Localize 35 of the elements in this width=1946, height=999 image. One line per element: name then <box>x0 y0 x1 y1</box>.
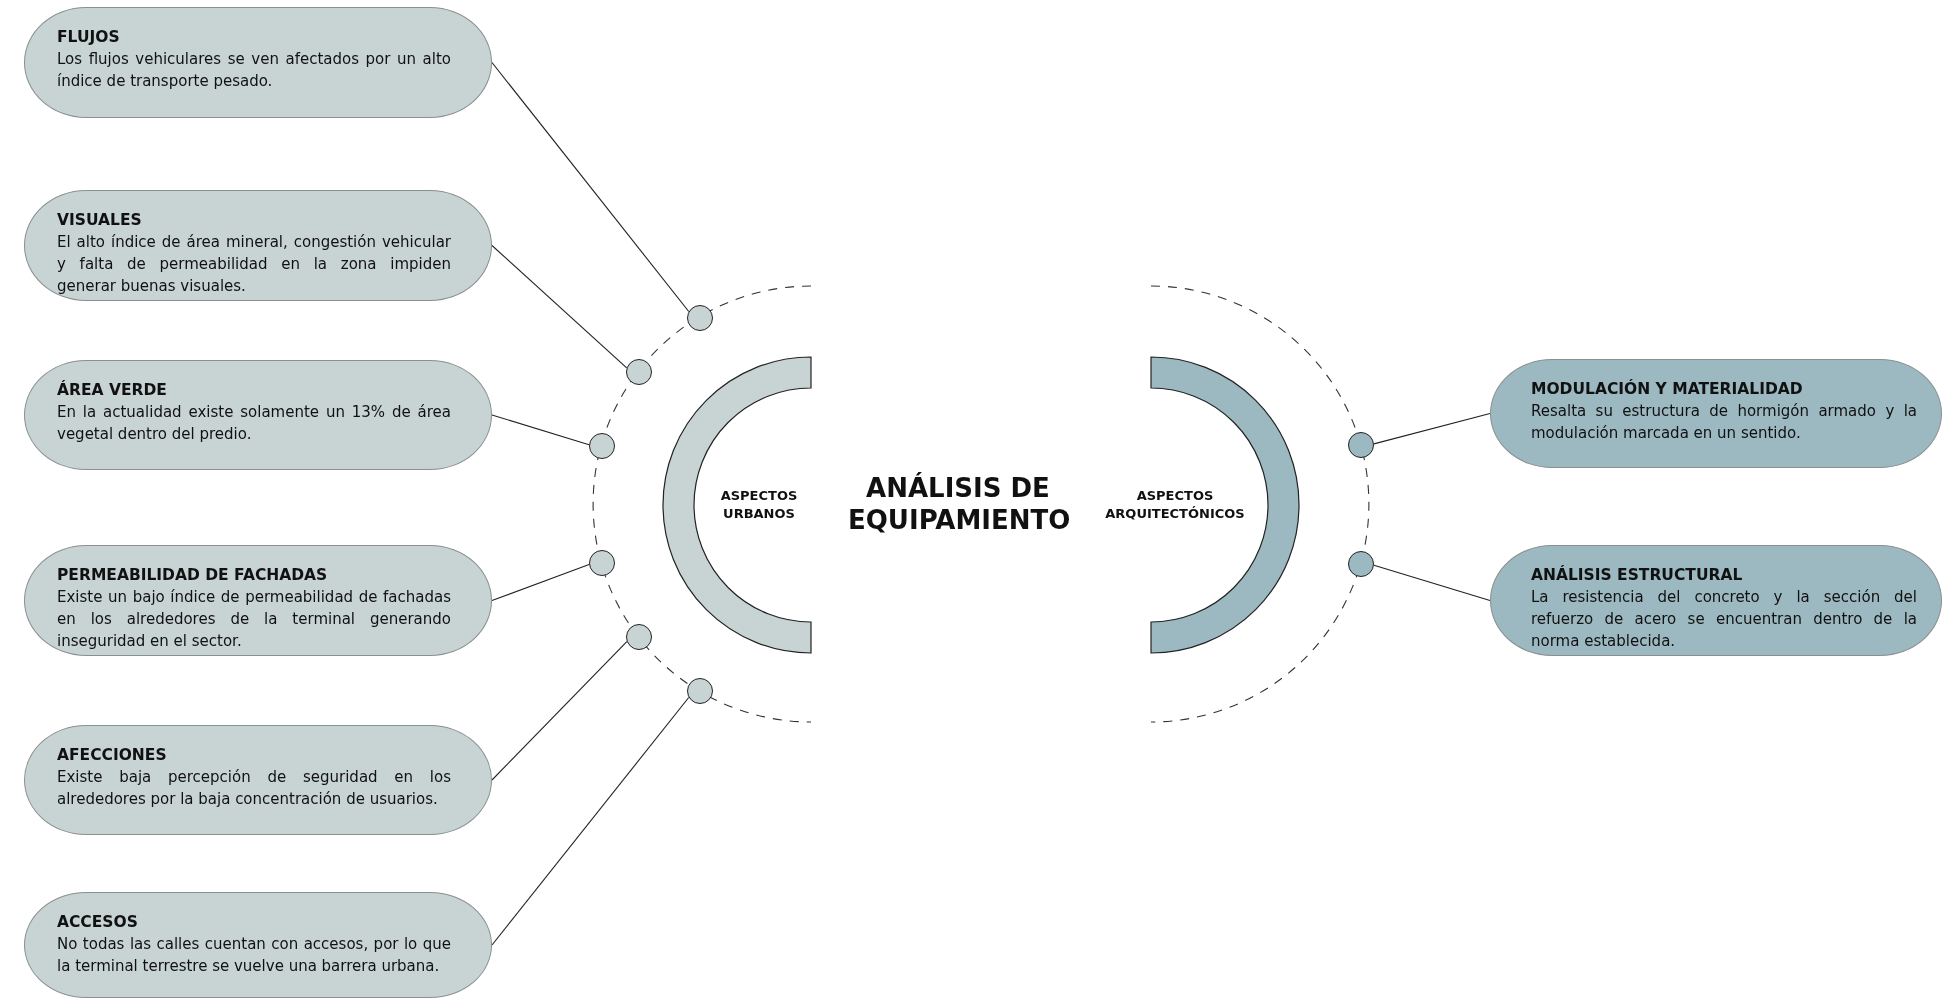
card-description: Existe baja percepción de seguridad en los alrededores por la baja concentración de usuarios. <box>57 767 451 810</box>
connector-line <box>1373 564 1491 602</box>
card-heading: MODULACIÓN Y MATERIALIDAD <box>1531 378 1804 400</box>
connector-dot <box>1348 432 1374 458</box>
connector-dot <box>1348 551 1374 577</box>
card-heading: ACCESOS <box>57 912 139 933</box>
connector-dot <box>589 550 615 576</box>
connector-line <box>491 641 628 781</box>
band-label: ASPECTOS URBANOS <box>719 487 799 523</box>
card-heading: ANÁLISIS ESTRUCTURAL <box>1531 564 1744 586</box>
connector-dot <box>589 433 615 459</box>
card-description: La resistencia del concreto y la sección del refuerzo de acero se encuentran dentro de la norma establecida. <box>1531 587 1917 652</box>
card-description: No todas las calles cuentan con accesos, por lo que la terminal terrestre se vuelve una barrera urbana. <box>57 934 451 977</box>
diagram-title: ANÁLISIS DE EQUIPAMIENTO <box>848 472 1068 536</box>
connector-dot <box>687 305 713 331</box>
card-description: Los flujos vehiculares se ven afectados por un alto índice de transporte pesado. <box>57 49 451 92</box>
card-heading: FLUJOS <box>57 27 121 48</box>
card-description: Resalta su estructura de hormigón armado y la modulación marcada en un sentido. <box>1531 401 1917 444</box>
band-label: ASPECTOS ARQUITECTÓNICOS <box>1104 487 1246 523</box>
card-heading: PERMEABILIDAD DE FACHADAS <box>57 565 329 586</box>
connector-line <box>491 414 590 446</box>
connector-dot <box>687 678 713 704</box>
connector-dot <box>626 359 652 385</box>
connector-dot <box>626 624 652 650</box>
card-heading: ÁREA VERDE <box>57 379 168 401</box>
card-description: Existe un bajo índice de permeabilidad de fachadas en los alrededores de la terminal generando inseguridad en el sector. <box>57 587 451 652</box>
card-heading: VISUALES <box>57 210 143 231</box>
card-description: El alto índice de área mineral, congestión vehicular y falta de permeabilidad en la zona impiden generar buenas visuales. <box>57 232 451 297</box>
connector-line <box>1373 412 1491 445</box>
connector-line <box>491 696 690 946</box>
card-description: En la actualidad existe solamente un 13% de área vegetal dentro del predio. <box>57 402 451 445</box>
connector-line <box>491 244 628 369</box>
card-heading: AFECCIONES <box>57 745 168 766</box>
connector-line <box>491 563 590 602</box>
connector-line <box>491 61 690 313</box>
